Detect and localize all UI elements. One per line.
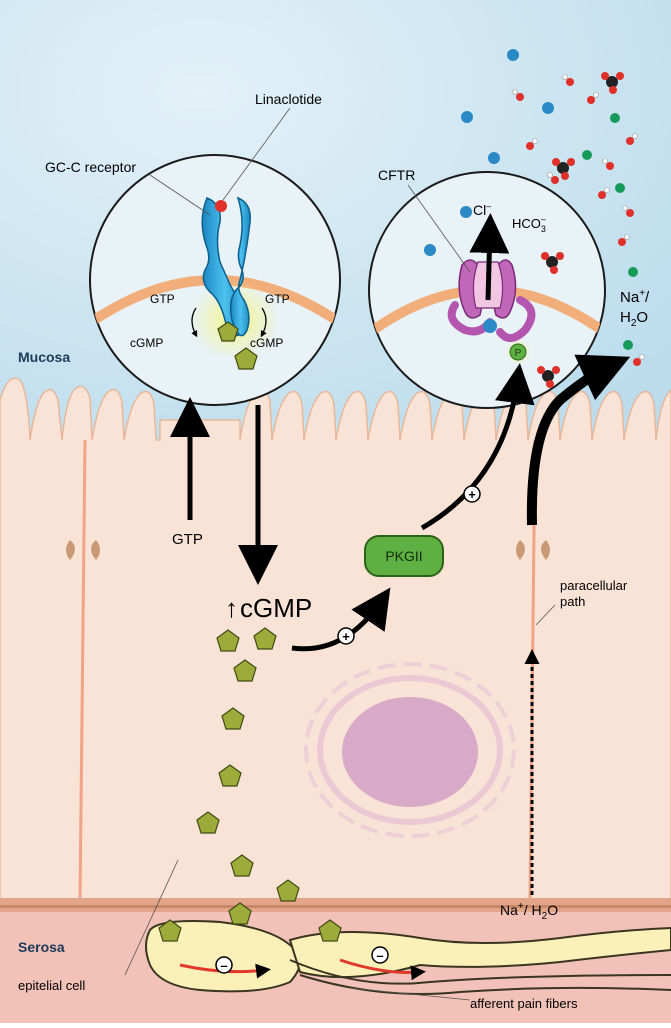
na-h2o-top-line2: H2O bbox=[620, 309, 648, 329]
minus-sign-2: – bbox=[376, 948, 383, 963]
cgmp-pentagon bbox=[217, 321, 239, 342]
plus-sign-2: + bbox=[468, 487, 476, 502]
serosa-label: Serosa bbox=[18, 939, 65, 955]
nucleus bbox=[304, 662, 516, 838]
cftr-label: CFTR bbox=[378, 167, 415, 183]
chloride-label: Cl– bbox=[473, 201, 491, 218]
linaclotide-label: Linaclotide bbox=[255, 91, 322, 107]
cgmp-increase-label: cGMP bbox=[240, 593, 312, 623]
tight-junction-right bbox=[516, 540, 550, 560]
chloride-ion bbox=[483, 319, 497, 333]
bicarbonate-cluster bbox=[552, 72, 624, 180]
tight-junction-left bbox=[66, 540, 100, 560]
paracellular-out-arrow bbox=[526, 354, 631, 526]
gtp-inset-right: GTP bbox=[265, 292, 290, 306]
na-h2o-top-line1: Na+/ bbox=[620, 288, 650, 306]
bicarbonate-molecule bbox=[541, 252, 564, 274]
plus-sign-1: + bbox=[342, 629, 350, 644]
paracellular-label-1: paracellular bbox=[560, 578, 628, 593]
na-h2o-bottom-label: Na+/ H2O bbox=[500, 901, 558, 922]
increase-arrow: ↑ bbox=[225, 593, 238, 623]
mucosa-label: Mucosa bbox=[18, 349, 70, 365]
water-molecules bbox=[512, 74, 645, 366]
gtp-arrow-label: GTP bbox=[172, 531, 203, 548]
linaclotide-molecule bbox=[215, 200, 227, 212]
cgmp-inset-right: cGMP bbox=[250, 336, 283, 350]
pkgii-box bbox=[364, 535, 444, 577]
pkgii-to-cftr-arrow bbox=[420, 363, 535, 531]
pkgii-label: PKGII bbox=[385, 548, 422, 564]
cell-boundary-left bbox=[78, 439, 87, 901]
afferent-pain-fibers-label: afferent pain fibers bbox=[470, 996, 578, 1011]
lumen-ions bbox=[461, 49, 638, 350]
inset-gcc-receptor bbox=[89, 154, 341, 406]
minus-sign-1: – bbox=[220, 958, 227, 973]
inset-cftr: P bbox=[368, 171, 606, 409]
epithelial-cell-label: epitelial cell bbox=[18, 978, 85, 993]
bicarbonate-label: HCO3– bbox=[512, 214, 546, 234]
gtp-inset-left: GTP bbox=[150, 292, 175, 306]
cgmp-molecules bbox=[158, 347, 342, 942]
phosphate-group bbox=[509, 343, 527, 361]
paracellular-label-2: path bbox=[560, 594, 585, 609]
gcc-receptor-label: GC-C receptor bbox=[45, 159, 136, 175]
cgmp-inset-left: cGMP bbox=[130, 336, 163, 350]
phosphate-label: P bbox=[515, 348, 522, 359]
